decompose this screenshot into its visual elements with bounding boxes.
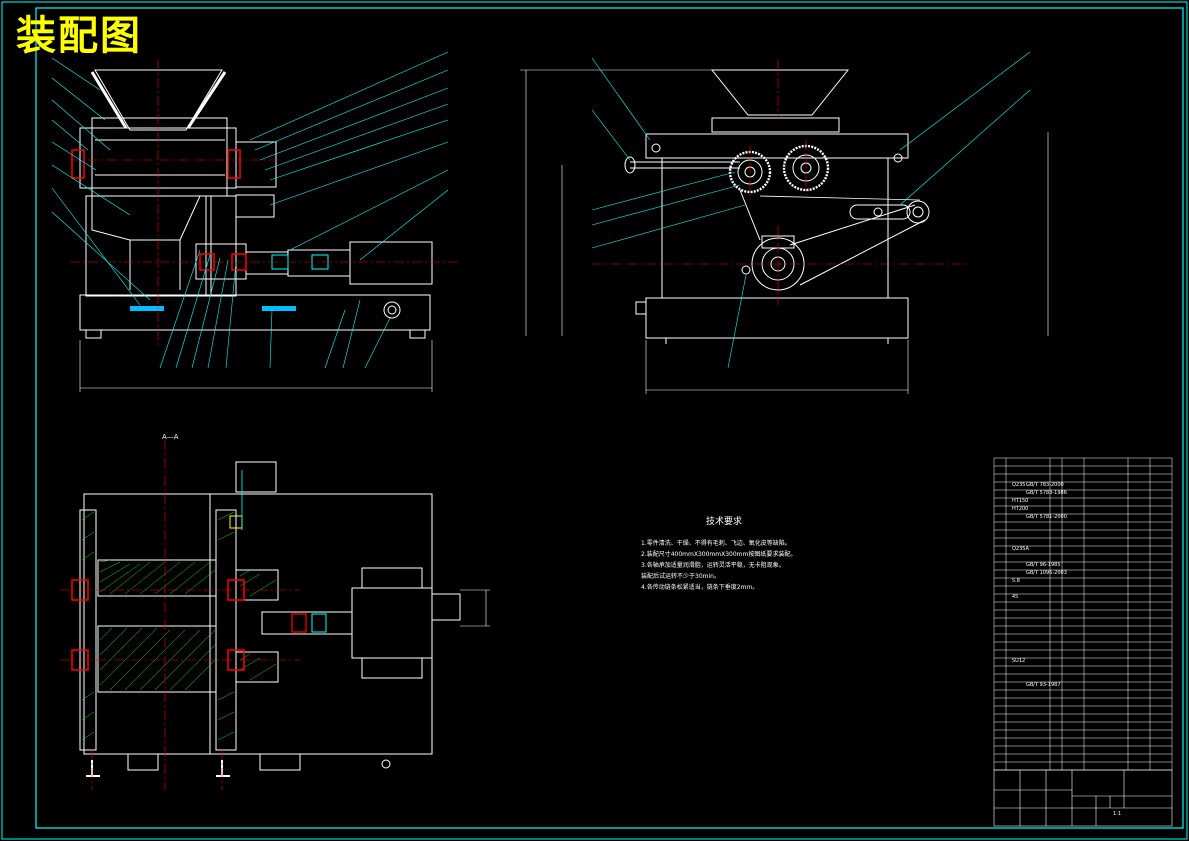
tech-req-item: 1.零件清洗、干燥、不得有毛刺、飞边、氧化皮等缺陷。 xyxy=(641,540,791,547)
parts-list-frame xyxy=(993,457,1173,771)
section-label: A—A xyxy=(162,433,179,441)
side-view-centerlines xyxy=(592,60,970,305)
tech-req-item: 3.各轴承加适量润滑脂，运转灵活平稳，无卡阻现象。 xyxy=(641,562,785,569)
standard-label: GB/T 93-1987 xyxy=(1026,682,1061,688)
material-label: 5.8 xyxy=(1012,578,1020,584)
front-view xyxy=(79,69,433,392)
tech-req-item: 4.各传动链条松紧适当，链条下垂度2mm。 xyxy=(641,584,759,591)
tech-req-heading: 技术要求 xyxy=(706,517,743,527)
standard-label: GB/T 1096-2003 xyxy=(1026,570,1067,576)
tech-req-item: 装配后试运转不少于30min。 xyxy=(641,573,720,580)
drawing-title: 装配图 xyxy=(16,13,142,59)
side-view xyxy=(520,69,1049,394)
section-accents xyxy=(71,470,327,671)
front-view-highlights xyxy=(71,149,329,311)
material-label: 45 xyxy=(1012,594,1019,600)
material-label: Q235A xyxy=(1012,546,1029,552)
standard-label: GB/T 96-1985 xyxy=(1026,562,1061,568)
scale-value: 1:1 xyxy=(1113,811,1122,817)
material-label: Q235 xyxy=(1012,482,1026,488)
title-block xyxy=(993,769,1173,827)
standard-label: GB/T 5783-1986 xyxy=(1026,490,1067,496)
front-view-leaders xyxy=(51,51,449,369)
standard-label: GB/T 783-2000 xyxy=(1026,482,1064,488)
material-label: HT200 xyxy=(1012,506,1029,512)
section-view xyxy=(79,461,490,777)
side-view-leaders xyxy=(591,51,1031,369)
front-view-centerlines xyxy=(70,60,460,345)
material-label: SU12 xyxy=(1012,658,1026,664)
inner-border xyxy=(35,7,1184,829)
section-centerlines xyxy=(60,440,300,790)
material-label: HT150 xyxy=(1012,498,1029,504)
tech-req-item: 2.装配尺寸400mmX300mmX300mm按图纸要求装配。 xyxy=(641,551,797,558)
standard-label: GB/T 5781-2000 xyxy=(1026,514,1067,520)
parts-list xyxy=(993,457,1173,771)
